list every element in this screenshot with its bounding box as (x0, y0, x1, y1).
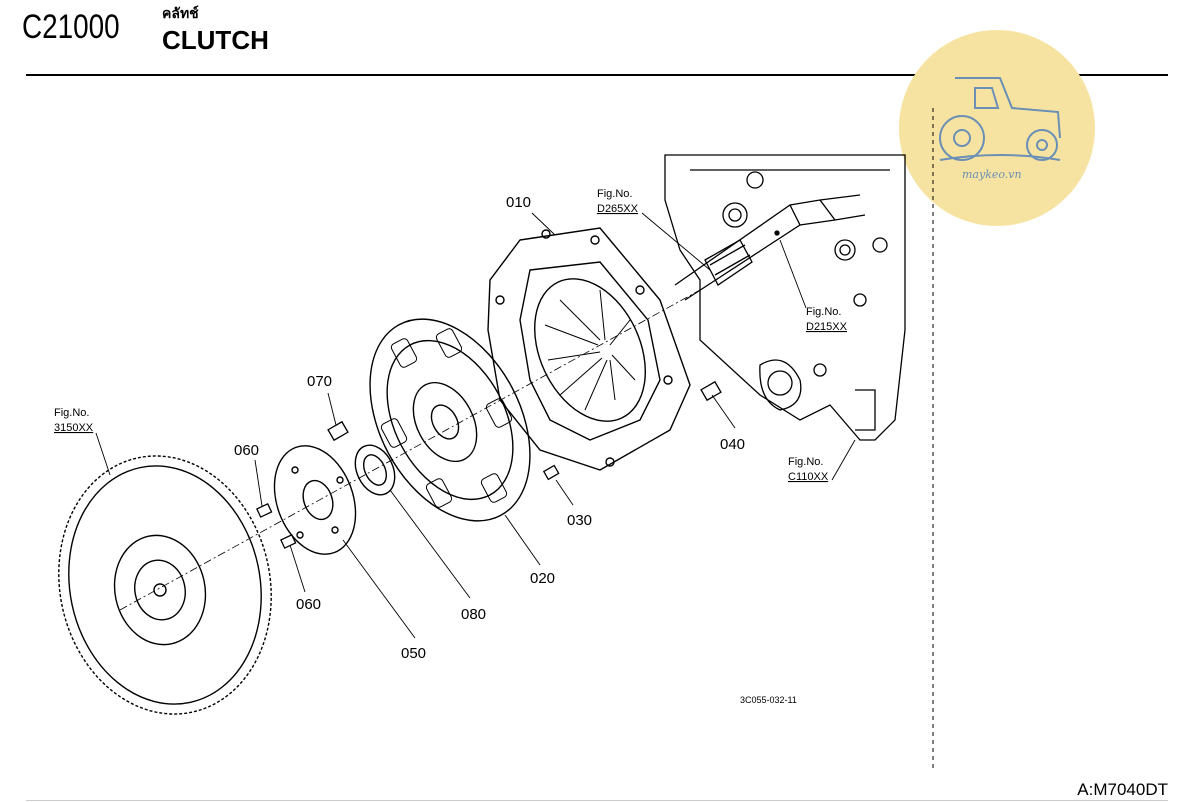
part-label-070: 070 (307, 373, 332, 390)
pressure-plate (487, 227, 691, 471)
release-bearing (354, 444, 396, 496)
svg-text:D215XX: D215XX (806, 321, 848, 333)
watermark-logo: maykeo.vn (899, 30, 1095, 226)
part-label-040: 040 (720, 436, 745, 453)
title-thai: คลัทช์ (162, 6, 199, 22)
part-label-060-upper: 060 (234, 442, 259, 459)
svg-text:3150XX: 3150XX (54, 422, 94, 434)
footer-divider (26, 800, 1168, 801)
watermark-text: maykeo.vn (962, 168, 1022, 181)
flywheel (58, 455, 272, 715)
part-label-050: 050 (401, 645, 426, 662)
svg-text:D265XX: D265XX (597, 203, 639, 215)
part-label-080: 080 (461, 606, 486, 623)
fig-ref-c110[interactable]: Fig.No. C110XX (788, 456, 829, 483)
input-shaft (674, 194, 866, 301)
svg-text:Fig.No.: Fig.No. (597, 188, 632, 200)
part-label-010: 010 (506, 194, 531, 211)
svg-text:Fig.No.: Fig.No. (54, 407, 89, 419)
section-code: C21000 (22, 8, 120, 46)
assembly-axis (119, 289, 701, 611)
part-label-030: 030 (567, 512, 592, 529)
tractor-icon (939, 77, 1061, 161)
part-label-060-lower: 060 (296, 596, 321, 613)
svg-text:Fig.No.: Fig.No. (788, 456, 823, 468)
transmission-housing (664, 154, 906, 441)
fasteners (256, 380, 722, 549)
fig-ref-3150[interactable]: Fig.No. 3150XX (54, 407, 94, 434)
svg-text:C110XX: C110XX (788, 471, 829, 483)
clutch-disc (369, 318, 531, 522)
part-label-020: 020 (530, 570, 555, 587)
page-title: CLUTCH (162, 25, 269, 55)
drawing-reference: 3C055-032-11 (740, 695, 797, 705)
clutch-hub (273, 445, 357, 555)
fig-ref-d215[interactable]: Fig.No. D215XX (806, 306, 848, 333)
model-code: A:M7040DT (1077, 780, 1168, 799)
fig-ref-d265[interactable]: Fig.No. D265XX (597, 188, 639, 215)
header-divider (26, 74, 1168, 76)
leader-lines (95, 212, 856, 639)
svg-text:Fig.No.: Fig.No. (806, 306, 841, 318)
